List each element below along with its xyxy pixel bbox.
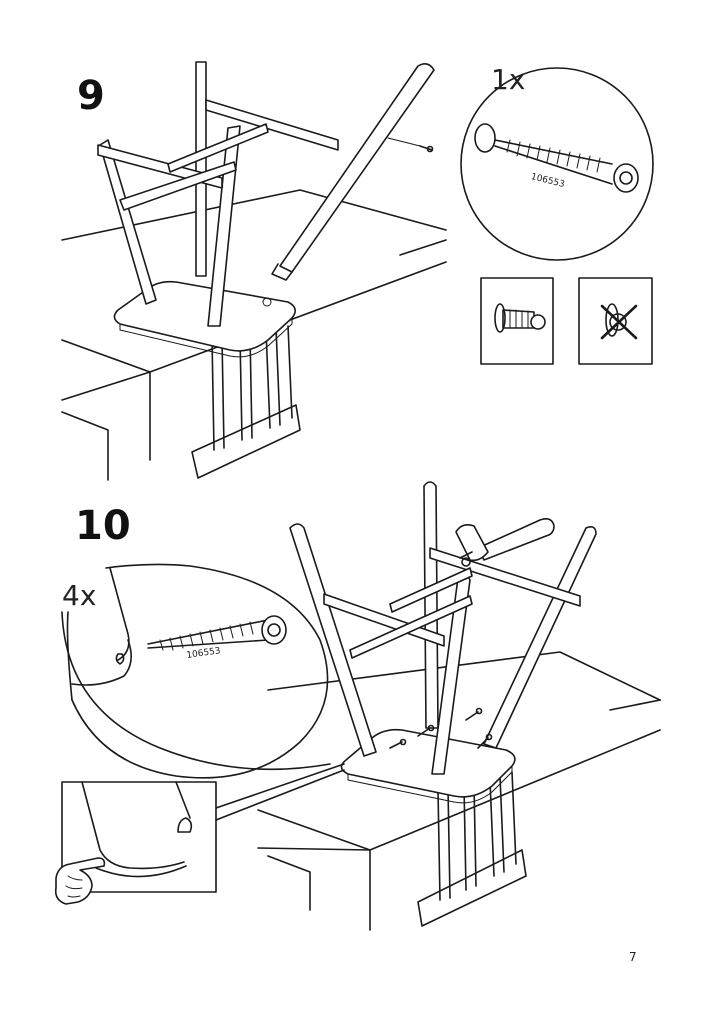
chair-drawing	[97, 61, 435, 479]
leg-detail-box	[61, 781, 217, 893]
hammer-icon	[455, 518, 555, 567]
leg-detail-drawing	[81, 781, 193, 878]
screw-illustration	[147, 615, 287, 651]
leg-fragment	[71, 567, 132, 686]
callout-connector	[61, 611, 331, 771]
screw-callout-circle	[460, 67, 654, 261]
incorrect-fit-icon	[600, 303, 638, 340]
pointing-hand-icon	[54, 857, 106, 905]
chair-drawing	[289, 481, 597, 927]
page-number: 7	[629, 950, 637, 964]
step-9-number: 9	[77, 73, 105, 119]
step-9-quantity: 1x	[491, 63, 526, 96]
correct-fit-box	[480, 277, 554, 365]
step-10-quantity: 4x	[62, 579, 97, 612]
incorrect-fit-box	[578, 277, 653, 365]
table-drawing	[257, 651, 661, 931]
screw-callout-circle	[66, 563, 329, 779]
detail-connector	[215, 769, 345, 821]
screw-illustration	[474, 123, 639, 193]
step-10-number: 10	[75, 503, 131, 549]
table-drawing	[61, 189, 447, 481]
detail-connector	[215, 763, 345, 809]
correct-fit-icon	[494, 303, 546, 333]
